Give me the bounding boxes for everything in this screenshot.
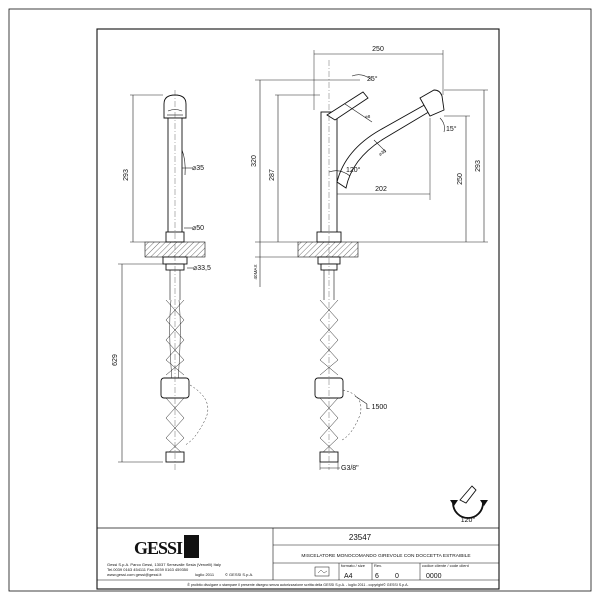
right-dim-320: 320 bbox=[251, 155, 258, 167]
right-dim-293: 293 bbox=[475, 160, 482, 172]
right-dim-l1500: L 1500 bbox=[366, 404, 387, 411]
address-line-3: www.gessi.com gessi@gessi.it bbox=[107, 572, 162, 577]
left-dim-35: ⌀35 bbox=[192, 165, 204, 172]
right-dim-g38: G3/8" bbox=[341, 465, 359, 472]
right-dim-120deg: 120° bbox=[346, 166, 361, 174]
title-block: GESSI Gessi S.p.A. Parco Gessi, 13037 Se… bbox=[97, 527, 499, 587]
left-dim-629: 629 bbox=[112, 354, 119, 366]
left-dim-293: 293 bbox=[123, 169, 130, 181]
client-code-value: 0000 bbox=[426, 573, 442, 580]
right-dim-25deg: 25° bbox=[367, 75, 378, 83]
file-icon bbox=[314, 566, 330, 577]
inner-frame bbox=[96, 28, 500, 590]
left-dimensions: 293 629 ⌀35 ⌀50 ⌀33,5 bbox=[112, 94, 211, 463]
format-value: A4 bbox=[344, 573, 353, 580]
address-line-1: Gessi S.p.A. Parco Gessi, 13037 Serraval… bbox=[107, 562, 221, 567]
rev-label: Rev. bbox=[374, 563, 382, 568]
right-spout bbox=[336, 102, 433, 189]
right-countertop bbox=[297, 241, 359, 258]
rev-value: 6 bbox=[375, 573, 379, 580]
swivel-angle: 120° bbox=[461, 516, 476, 524]
product-description: MISCELATORE MONOCOMANDO GIREVOLE CON DOC… bbox=[301, 553, 470, 559]
outer-frame bbox=[8, 8, 592, 592]
swivel-rotation-symbol: 120° bbox=[450, 485, 488, 524]
right-dim-287: 287 bbox=[269, 169, 276, 181]
left-view bbox=[144, 90, 209, 470]
right-dim-250-top: 250 bbox=[372, 46, 384, 53]
right-dim-40max: 40MAX bbox=[253, 264, 258, 279]
left-dim-50: ⌀50 bbox=[192, 225, 204, 232]
right-dim-250-vert: 250 bbox=[457, 173, 464, 185]
date-info: luglio 2011 bbox=[195, 572, 215, 577]
right-pullout-head bbox=[419, 89, 445, 117]
copyright-small: © GESSI S.p.A. bbox=[225, 572, 253, 577]
right-dimensions: 250 25° 320 287 293 250 202 120° 15° bbox=[251, 46, 488, 472]
gessi-logo-mark bbox=[184, 535, 199, 558]
gessi-logo: GESSI bbox=[134, 538, 183, 558]
left-dim-33-5: ⌀33,5 bbox=[193, 265, 211, 272]
footer-note: È proibito divulgare o stampare il prese… bbox=[187, 582, 408, 587]
right-dim-202: 202 bbox=[375, 186, 387, 193]
right-dim-d30: ⌀30 bbox=[378, 148, 388, 157]
rev-value-2: 0 bbox=[395, 573, 399, 580]
address-line-2: Tel.0039 0163 454111 Fax.0039 0163 45935… bbox=[107, 567, 189, 572]
product-code: 23547 bbox=[349, 533, 372, 542]
right-dim-15deg: 15° bbox=[446, 125, 457, 133]
format-label: formato / size bbox=[341, 563, 366, 568]
right-dim-d8: ⌀8 bbox=[365, 114, 371, 119]
client-code-label: codice cliente / code client bbox=[422, 563, 470, 568]
